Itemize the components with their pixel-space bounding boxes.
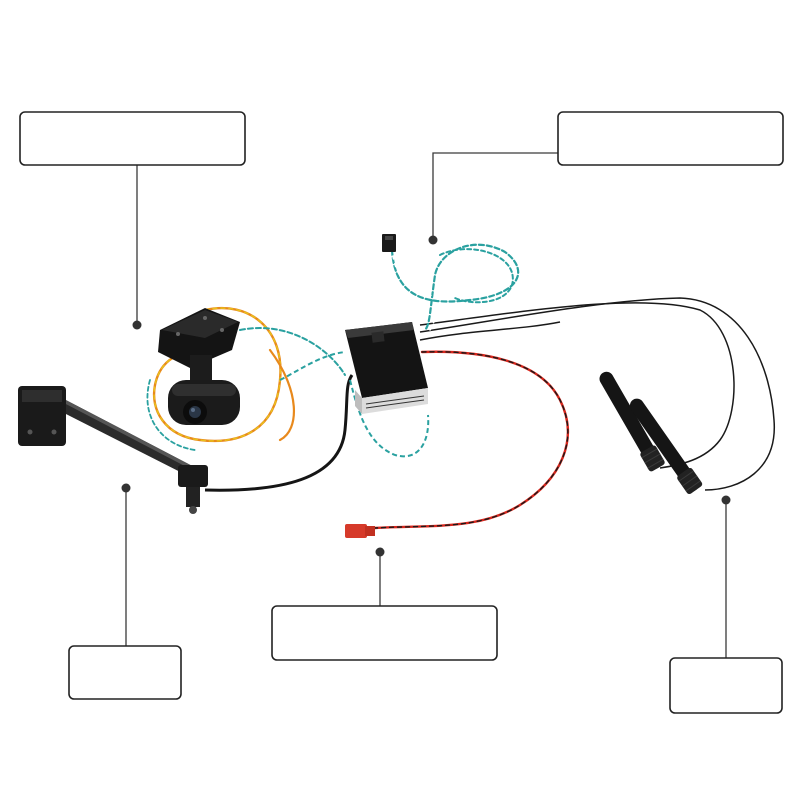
antenna-right xyxy=(629,398,703,494)
pin-header xyxy=(365,395,425,409)
callout-receiver-wires xyxy=(557,111,784,166)
servo-connector xyxy=(382,234,396,252)
callout-gimbal-camera xyxy=(19,111,246,166)
callout-power-cable xyxy=(271,605,498,661)
antenna-rods xyxy=(599,371,703,494)
jst-connector xyxy=(345,524,375,538)
receiver-box xyxy=(345,322,428,414)
gimbal-camera xyxy=(158,308,240,425)
receiver-wire-loops xyxy=(390,243,520,332)
callout-antennas xyxy=(669,657,783,714)
gimbal-wires xyxy=(146,307,346,451)
antenna-left xyxy=(599,371,665,472)
anchor-dot-gimbal xyxy=(132,320,142,330)
leader-lines xyxy=(121,152,731,658)
callout-mounting-arm xyxy=(68,645,182,700)
antenna-cables xyxy=(419,297,775,491)
arm-cable xyxy=(204,374,354,492)
anchor-dot-receiver xyxy=(428,235,438,245)
power-cable xyxy=(373,350,570,530)
leader-receiver xyxy=(432,152,558,240)
anchor-dot-arm xyxy=(121,483,131,493)
box-wire-teal xyxy=(349,379,430,458)
anchor-dot-power xyxy=(375,547,385,557)
box-wire-teal-2 xyxy=(279,351,346,381)
mounting-arm xyxy=(18,386,208,514)
anchor-dot-antenna xyxy=(721,495,731,505)
